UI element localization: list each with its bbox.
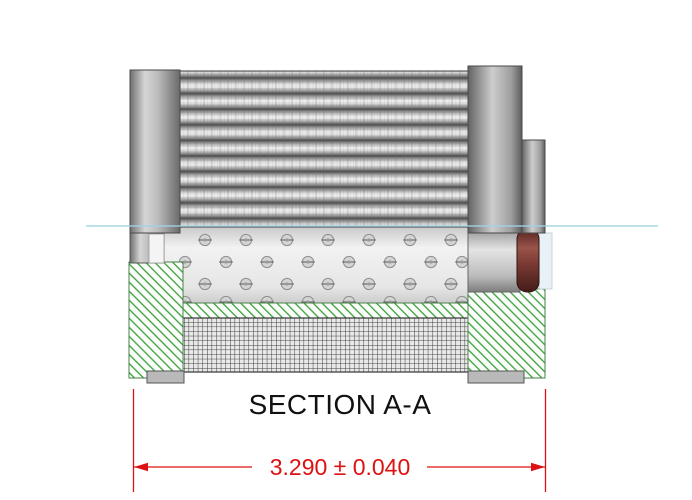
hatch-strip-bottom [149, 302, 503, 319]
end-cap-hatch-right [467, 288, 546, 379]
outlet-end-face [538, 232, 553, 290]
filter-media-mesh-texture [180, 71, 468, 227]
dimension-value: 3.290 ± 0.040 [270, 454, 411, 480]
perforated-core-tube [162, 225, 471, 314]
dimension-arrow-left [134, 462, 148, 472]
o-ring-seal [516, 228, 540, 293]
end-cap-rim-right [467, 370, 525, 384]
section-label: SECTION A-A [249, 389, 432, 420]
dimension-arrow-right [531, 462, 545, 472]
outlet-cylinder [467, 226, 521, 293]
left-end-cap [129, 69, 181, 234]
end-cap-rim-left [146, 370, 185, 384]
left-cap-notch [148, 233, 165, 264]
right-end-cap [467, 65, 523, 234]
outer-wire-mesh [151, 317, 501, 373]
right-end-cap-step [521, 139, 546, 234]
end-cap-hatch-left [128, 261, 184, 379]
